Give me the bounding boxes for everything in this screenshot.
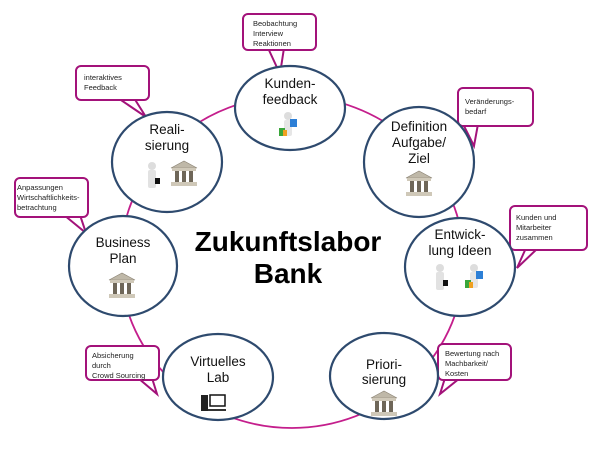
callout-kundenfeedback: Beobachtung Interview Reaktionen: [242, 13, 317, 78]
svg-text:Business: Business: [96, 235, 151, 250]
callout-priorisierung: Bewertung nach Machbarkeit/ Kosten: [437, 343, 512, 397]
svg-text:Aufgabe/: Aufgabe/: [392, 135, 446, 150]
callout-realisierung: interaktives Feedback: [75, 65, 150, 118]
svg-text:durch: durch: [92, 361, 111, 370]
svg-text:Crowd Sourcing: Crowd Sourcing: [92, 371, 145, 380]
svg-text:Mitarbeiter: Mitarbeiter: [516, 223, 552, 232]
callout-entwicklung: Kunden und Mitarbeiter zusammen: [509, 205, 588, 269]
svg-text:Zukunftslabor: Zukunftslabor: [195, 226, 382, 257]
svg-text:Feedback: Feedback: [84, 83, 117, 92]
svg-text:bedarf: bedarf: [465, 107, 487, 116]
svg-text:Reaktionen: Reaktionen: [253, 39, 291, 48]
svg-text:Entwick-: Entwick-: [434, 227, 485, 242]
node-entwicklung: Entwick- lung Ideen: [403, 216, 517, 318]
svg-text:Ziel: Ziel: [408, 151, 430, 166]
svg-text:Bank: Bank: [254, 258, 323, 289]
svg-text:Virtuelles: Virtuelles: [190, 354, 246, 369]
svg-text:Priori-: Priori-: [366, 357, 402, 372]
node-definition: Definition Aufgabe/ Ziel: [362, 105, 476, 219]
svg-text:feedback: feedback: [263, 92, 318, 107]
svg-text:Veränderungs-: Veränderungs-: [465, 97, 515, 106]
svg-text:Machbarkeit/: Machbarkeit/: [445, 359, 489, 368]
svg-text:Kunden und: Kunden und: [516, 213, 556, 222]
svg-text:Bewertung nach: Bewertung nach: [445, 349, 499, 358]
callout-business-plan: Anpassungen Wirtschaftlichkeits- betrach…: [14, 177, 89, 236]
svg-text:Plan: Plan: [109, 251, 136, 266]
svg-text:zusammen: zusammen: [516, 233, 553, 242]
node-business-plan: Business Plan: [67, 214, 179, 318]
svg-text:betrachtung: betrachtung: [17, 203, 57, 212]
svg-text:Kosten: Kosten: [445, 369, 468, 378]
svg-text:Absicherung: Absicherung: [92, 351, 134, 360]
svg-text:sierung: sierung: [362, 372, 406, 387]
svg-text:Anpassungen: Anpassungen: [17, 183, 63, 192]
svg-text:Definition: Definition: [391, 119, 447, 134]
svg-text:lung Ideen: lung Ideen: [428, 243, 491, 258]
node-virtuelles-lab: Virtuelles Lab: [161, 332, 275, 422]
node-realisierung: Reali- sierung: [110, 110, 224, 214]
callout-virtuelles-lab: Absicherung durch Crowd Sourcing: [85, 345, 160, 397]
svg-text:Kunden-: Kunden-: [264, 76, 315, 91]
svg-text:Beobachtung: Beobachtung: [253, 19, 297, 28]
node-kundenfeedback: Kunden- feedback: [233, 64, 347, 152]
svg-text:Reali-: Reali-: [149, 122, 184, 137]
node-priorisierung: Priori- sierung: [328, 331, 440, 421]
diagram-title: Zukunftslabor Bank: [195, 226, 382, 289]
svg-text:sierung: sierung: [145, 138, 189, 153]
svg-text:interaktives: interaktives: [84, 73, 122, 82]
callout-definition: Veränderungs- bedarf: [457, 87, 534, 150]
svg-text:Wirtschaftlichkeits-: Wirtschaftlichkeits-: [17, 193, 80, 202]
svg-text:Interview: Interview: [253, 29, 284, 38]
svg-text:Lab: Lab: [207, 370, 230, 385]
